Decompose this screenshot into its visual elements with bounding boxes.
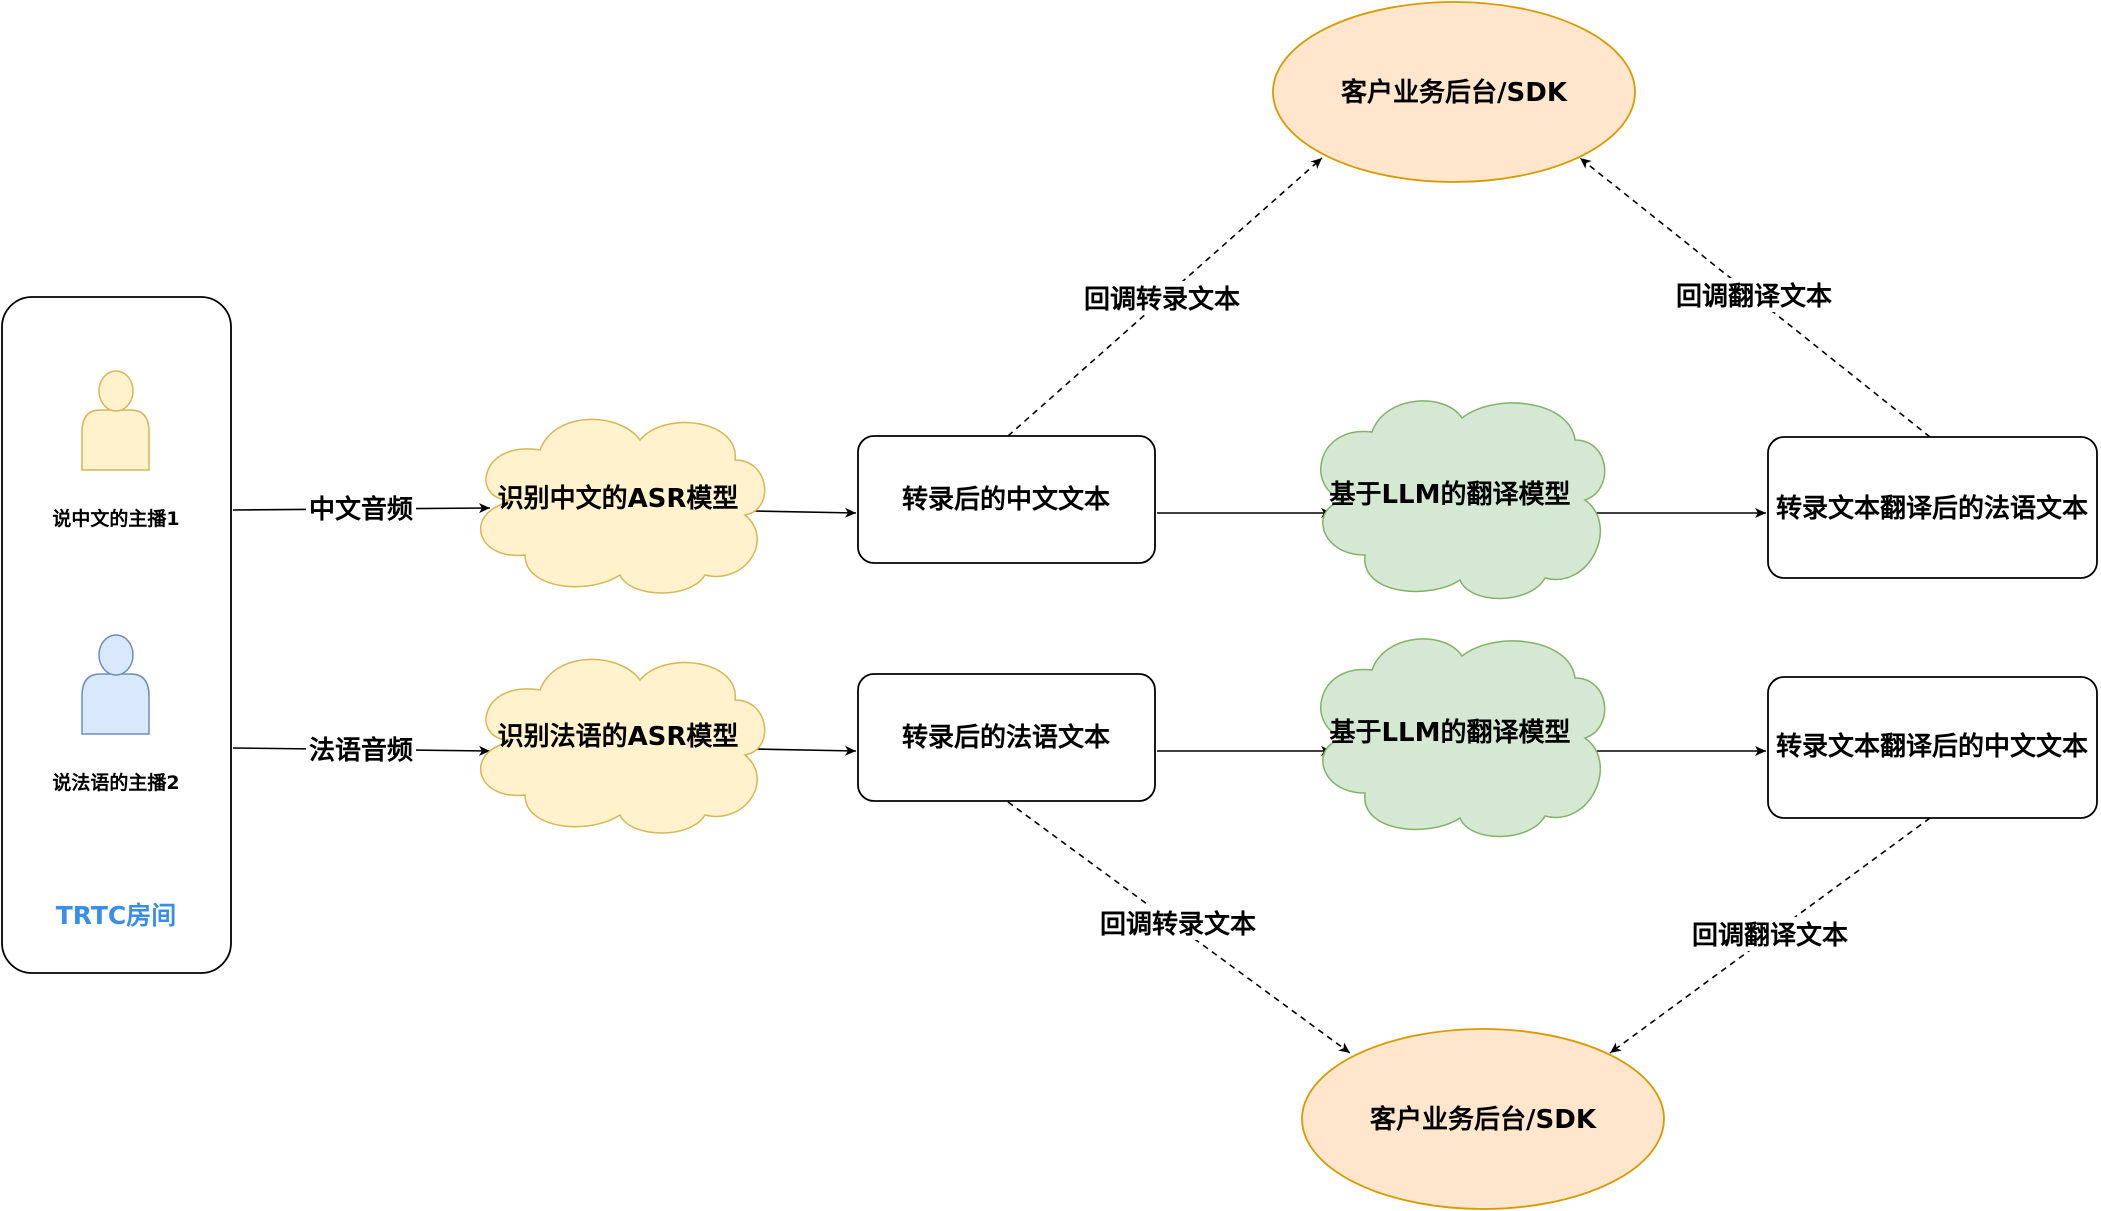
transcript-chinese-label: 转录后的中文文本 xyxy=(902,484,1110,515)
asr-chinese-cloud xyxy=(480,418,766,594)
trtc-room-label: TRTC房间 xyxy=(56,901,177,930)
callback-label-bottom-transcript: 回调转录文本 xyxy=(1100,909,1256,940)
callback-label-bottom-translation: 回调翻译文本 xyxy=(1692,920,1848,951)
translation-chinese-box xyxy=(1767,676,2098,819)
backend-bottom-ellipse xyxy=(1301,1028,1665,1210)
translation-chinese-label: 转录文本翻译后的中文文本 xyxy=(1776,731,2088,762)
label-bg-callback-top-transcript xyxy=(1080,281,1244,315)
backend-top-label: 客户业务后台/SDK xyxy=(1341,77,1568,108)
llm-top-label: 基于LLM的翻译模型 xyxy=(1329,479,1570,510)
edge-asr-french-to-transcript xyxy=(754,745,857,756)
speaker-1-label: 说中文的主播1 xyxy=(52,507,179,530)
edge-asr-chinese-to-transcript xyxy=(754,507,857,518)
transcript-chinese-box xyxy=(857,435,1156,564)
translation-french-box xyxy=(1767,436,2098,579)
audio-label-french: 法语音频 xyxy=(309,735,413,766)
speaker-2-label: 说法语的主播2 xyxy=(52,771,179,794)
backend-top-ellipse xyxy=(1272,1,1636,183)
speaker-1-user-icon xyxy=(81,370,150,471)
asr-chinese-label: 识别中文的ASR模型 xyxy=(498,483,739,514)
backend-bottom-label: 客户业务后台/SDK xyxy=(1370,1104,1597,1135)
transcript-french-box xyxy=(857,673,1156,802)
llm-top-cloud xyxy=(1320,400,1606,600)
label-bg-audio-french xyxy=(306,733,416,765)
llm-bottom-cloud xyxy=(1320,638,1606,838)
audio-label-chinese: 中文音频 xyxy=(309,494,413,525)
speaker-2-user-icon xyxy=(81,634,150,735)
asr-french-label: 识别法语的ASR模型 xyxy=(498,721,739,752)
transcript-french-label: 转录后的法语文本 xyxy=(902,722,1110,753)
asr-french-cloud xyxy=(480,658,766,834)
label-bg-audio-chinese xyxy=(306,492,416,524)
callback-label-top-transcript: 回调转录文本 xyxy=(1084,284,1240,315)
callback-label-top-translation: 回调翻译文本 xyxy=(1676,281,1832,312)
label-bg-callback-bottom-translation xyxy=(1688,917,1852,951)
translation-french-label: 转录文本翻译后的法语文本 xyxy=(1776,493,2088,524)
label-bg-callback-bottom-transcript xyxy=(1096,906,1260,940)
label-bg-callback-top-translation xyxy=(1672,278,1836,312)
llm-bottom-label: 基于LLM的翻译模型 xyxy=(1329,717,1570,748)
